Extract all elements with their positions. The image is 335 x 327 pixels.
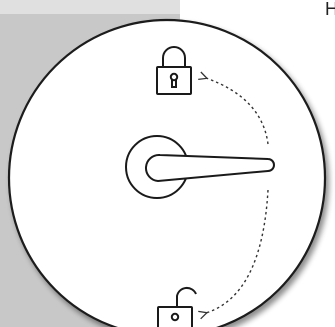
corner-label: H — [325, 0, 335, 19]
unlocked-padlock-icon — [157, 286, 197, 327]
locked-padlock-icon — [156, 46, 192, 95]
rotate-up-arrow — [206, 78, 269, 145]
door-lever-handle-icon — [125, 135, 275, 199]
background-panel-highlight — [0, 0, 180, 14]
handle-lever — [145, 153, 275, 183]
rotate-down-arrow — [206, 189, 269, 313]
